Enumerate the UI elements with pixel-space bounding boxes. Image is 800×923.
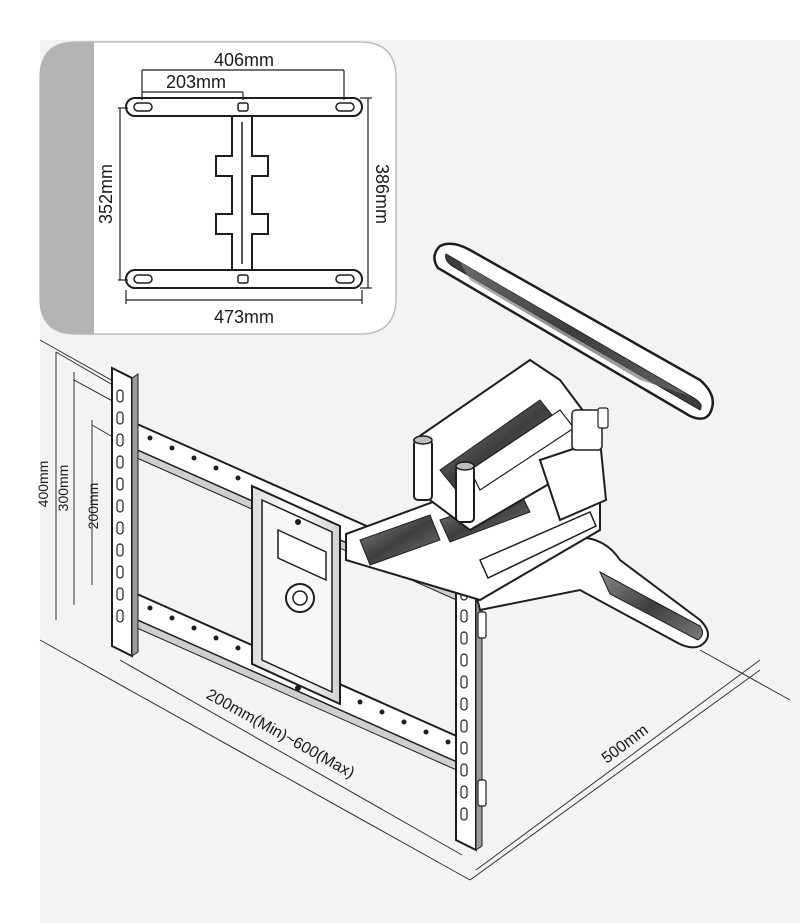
label-200mm: 200mm (85, 483, 101, 530)
bracket-clip (477, 779, 487, 807)
tv-bracket-highlight (460, 262, 690, 396)
dim-ext (73, 379, 119, 405)
arm-shade (359, 514, 441, 566)
pivot-post (455, 465, 475, 523)
plate-screw (295, 685, 301, 691)
dim-ext (55, 351, 119, 389)
lower-arm-shade (598, 570, 704, 641)
inset-slot (335, 274, 355, 284)
plate-window (277, 528, 327, 582)
label-473mm: 473mm (214, 307, 274, 327)
label-300mm: 300mm (55, 465, 71, 512)
plate-screw (295, 519, 301, 525)
inset-slot (133, 274, 153, 284)
dim-line-width (119, 659, 463, 856)
inset-slot (237, 274, 249, 284)
arm-rib (479, 511, 597, 580)
pivot-cap (455, 461, 475, 471)
articulating-arms (345, 358, 709, 649)
plate-pivot-inner (292, 590, 308, 606)
height-dimensions: 400mm 300mm 200mm (35, 351, 119, 620)
dim-ext (699, 649, 791, 701)
wall-floor-edge (39, 639, 471, 881)
inset-slot (335, 102, 355, 112)
dim-line-500 (475, 659, 761, 871)
tilt-joint (571, 409, 603, 451)
floor-right-edge (469, 669, 761, 881)
tv-bracket (433, 242, 714, 420)
inset-panel: 406mm 203mm 352mm 386mm 473mm (39, 41, 397, 335)
wall-top-edge (39, 339, 121, 386)
inset-slot (237, 102, 249, 112)
inset-gray-strip (40, 42, 94, 334)
label-386mm: 386mm (372, 164, 392, 224)
tilt-knob (597, 407, 609, 429)
label-203mm: 203mm (166, 72, 226, 92)
bracket-clip (477, 611, 487, 639)
pivot-post (413, 439, 433, 501)
left-bracket-slots (116, 389, 124, 623)
bracket-edge (131, 373, 139, 657)
label-400mm: 400mm (35, 461, 51, 508)
pivot-cap (413, 435, 433, 445)
label-352mm: 352mm (96, 164, 116, 224)
inset-slot (133, 102, 153, 112)
label-406mm: 406mm (214, 50, 274, 70)
